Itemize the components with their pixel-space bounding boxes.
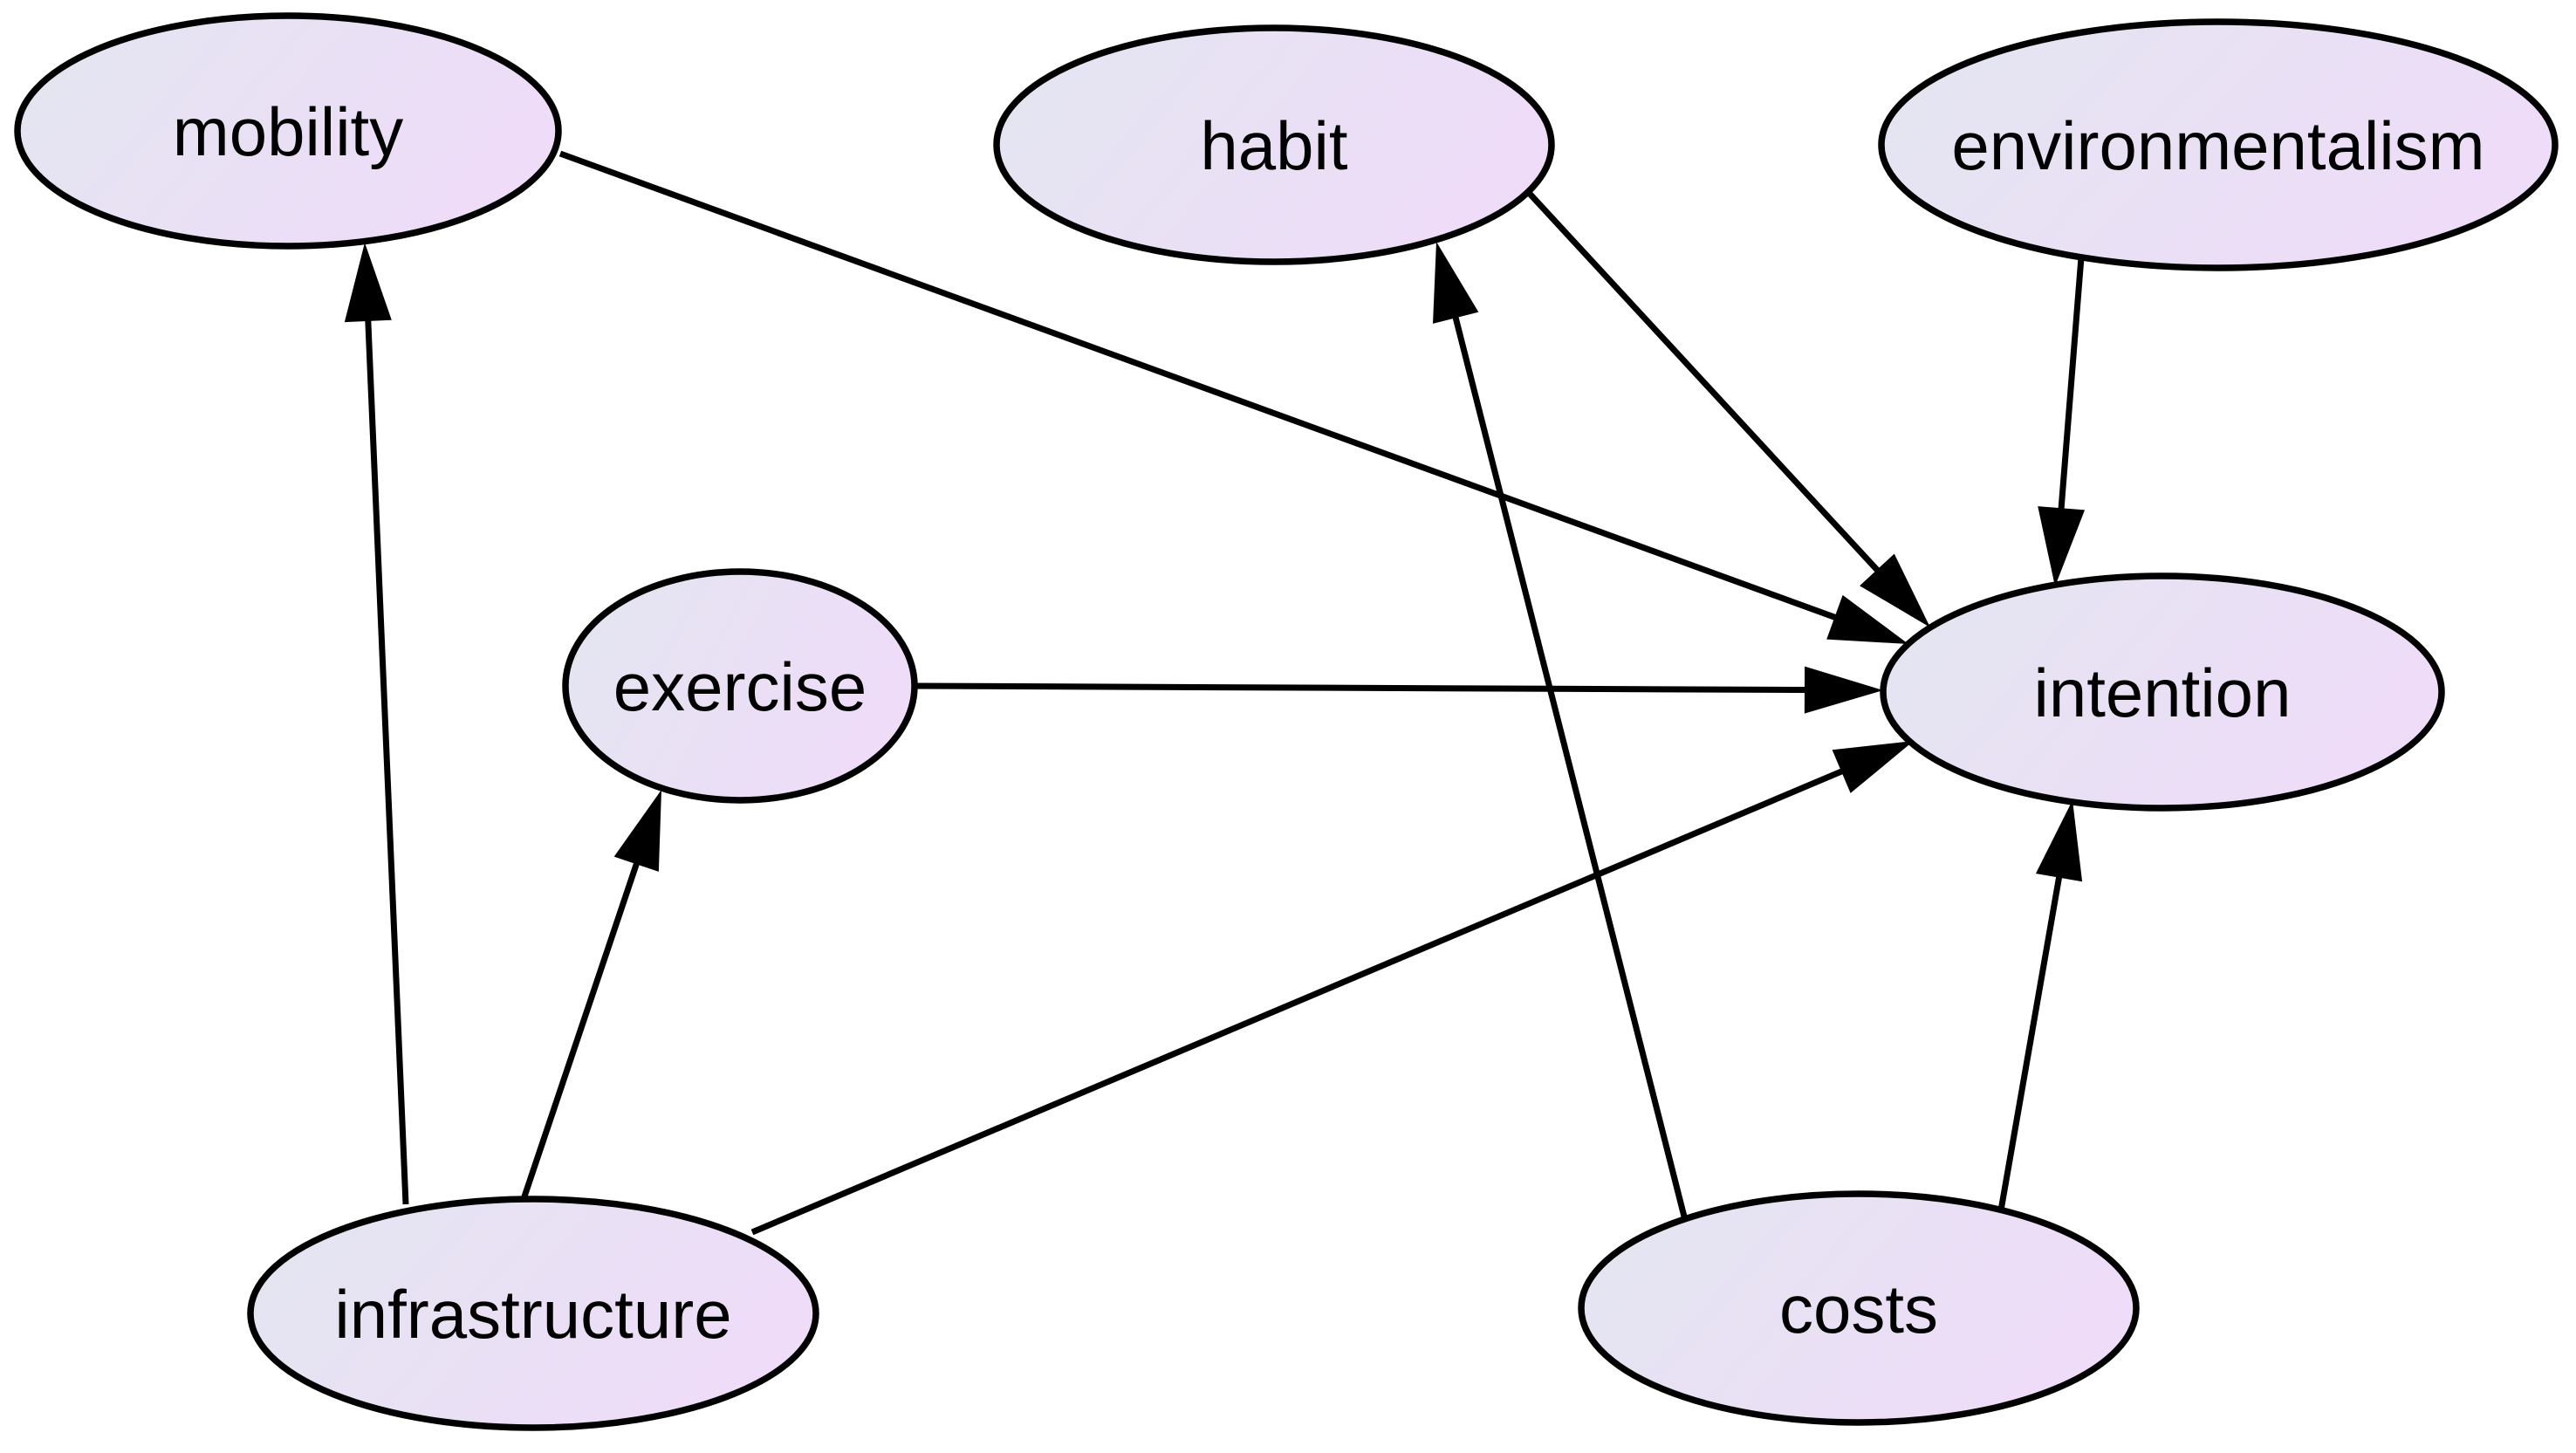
edge-habit-to-intention: [1527, 191, 1930, 627]
edge-infrastructure-to-intention: [750, 741, 1914, 1236]
edge-arrowhead: [344, 243, 392, 323]
node-environmentalism: environmentalism: [1878, 18, 2559, 271]
edge-costs-to-habit: [1433, 242, 1688, 1217]
node-ellipse: [247, 1196, 819, 1431]
edge-line: [363, 289, 409, 1205]
edge-infrastructure-to-mobility: [344, 243, 409, 1205]
node-label: intention: [2034, 655, 2292, 731]
edge-line: [1444, 286, 1688, 1217]
edge-arrowhead: [1826, 594, 1908, 644]
node-mobility: mobility: [14, 12, 562, 250]
node-ellipse: [993, 24, 1555, 265]
edge-line: [520, 833, 650, 1201]
node-label: exercise: [613, 648, 867, 725]
node-label: environmentalism: [1951, 107, 2484, 184]
node-costs: costs: [1578, 1190, 2140, 1426]
edge-exercise-to-intention: [914, 666, 1883, 714]
edge-line: [914, 682, 1837, 694]
edge-line: [1997, 846, 2068, 1211]
edge-arrowhead: [2038, 506, 2086, 586]
edge-line: [558, 150, 1866, 631]
edge-arrowhead: [1860, 553, 1930, 627]
node-infrastructure: infrastructure: [247, 1196, 819, 1431]
node-habit: habit: [993, 24, 1555, 265]
node-intention: intention: [1880, 572, 2445, 812]
edge-mobility-to-intention: [558, 150, 1908, 644]
edge-line: [2055, 257, 2085, 540]
node-ellipse: [1878, 18, 2559, 271]
node-exercise: exercise: [562, 568, 918, 804]
edge-infrastructure-to-exercise: [520, 790, 661, 1201]
edge-line: [1527, 191, 1901, 595]
edge-costs-to-intention: [1997, 800, 2083, 1211]
node-label: mobility: [173, 93, 403, 170]
edge-arrowhead: [613, 790, 661, 872]
edge-arrowhead: [1804, 666, 1883, 714]
node-label: costs: [1779, 1271, 1938, 1347]
edge-environmentalism-to-intention: [2038, 257, 2086, 586]
edge-arrowhead: [1832, 741, 1914, 793]
node-ellipse: [1880, 572, 2445, 812]
node-label: infrastructure: [334, 1276, 731, 1353]
edge-arrowhead: [1433, 242, 1479, 324]
node-ellipse: [1578, 1190, 2140, 1426]
edge-line: [750, 756, 1872, 1236]
node-ellipse: [562, 568, 918, 804]
node-label: habit: [1200, 107, 1347, 184]
node-ellipse: [14, 12, 562, 250]
edge-arrowhead: [2035, 800, 2083, 882]
